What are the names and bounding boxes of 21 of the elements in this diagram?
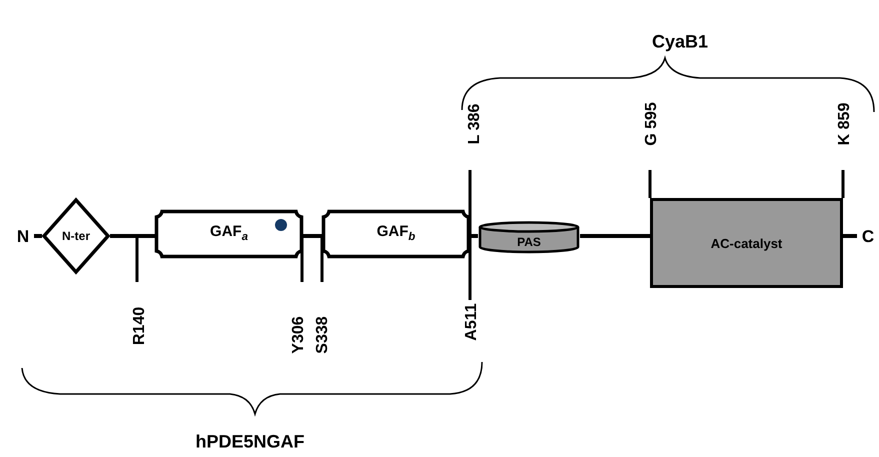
residue-label: R140	[131, 306, 149, 346]
connector-line	[843, 234, 857, 238]
terminus-label: C	[862, 228, 874, 244]
connector-line	[110, 234, 155, 238]
residue-label: A511	[463, 303, 481, 341]
residue-label: S338	[314, 316, 332, 354]
terminus-label: N	[16, 228, 30, 244]
domain-label: GAF$_{b}$	[376, 224, 416, 244]
domain-label: AC-catalyst	[710, 236, 782, 250]
domain-label: GAF$_{a}$	[210, 224, 248, 244]
connector-line	[580, 234, 650, 238]
connector-line	[303, 234, 322, 238]
domain-label: PAS	[517, 236, 541, 248]
domain-label: N-ter	[62, 230, 90, 242]
residue-label: K 859	[836, 102, 854, 146]
residue-label: Y306	[290, 316, 308, 354]
region-label: CyaB1	[652, 32, 708, 52]
connector-line	[34, 234, 42, 238]
residue-label: L 386	[466, 104, 484, 144]
region-label: hPDE5NGAF	[196, 432, 304, 452]
residue-label: G 595	[643, 102, 661, 146]
